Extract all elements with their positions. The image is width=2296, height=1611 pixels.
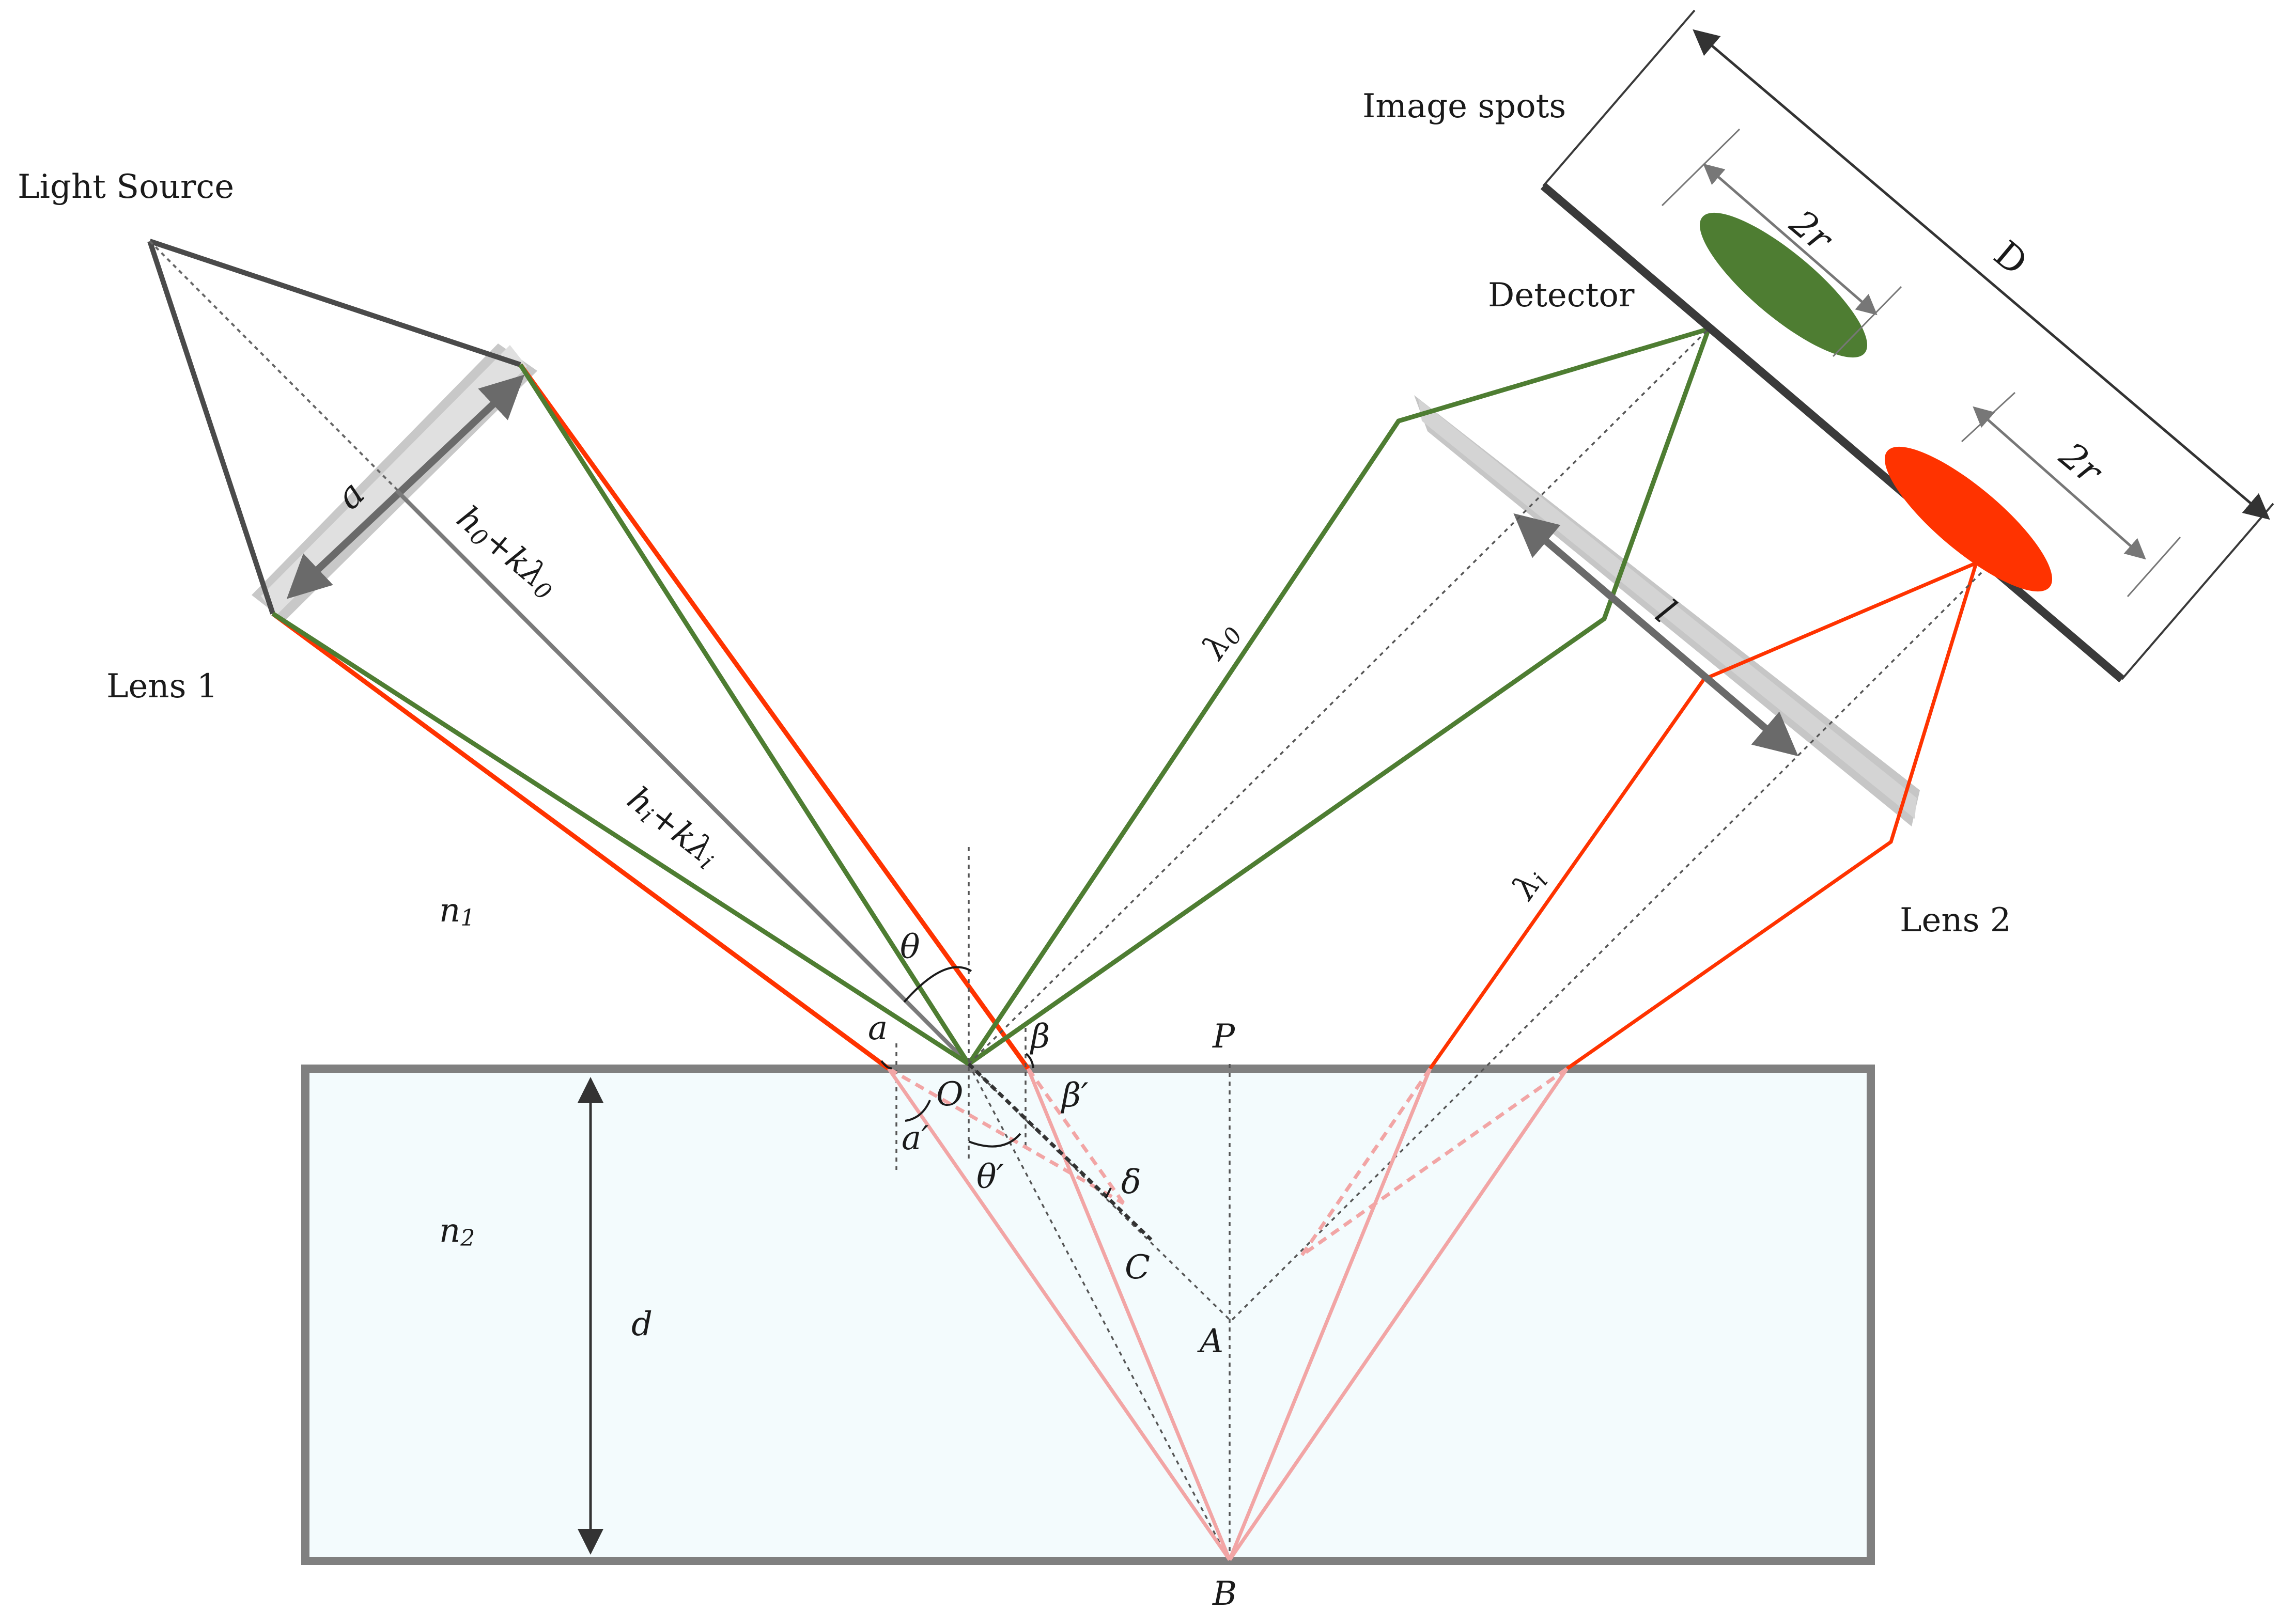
- n2-label: n2: [439, 1212, 475, 1252]
- aperture-l-arrow: [1513, 513, 1798, 757]
- incident-rays: [271, 363, 1030, 1071]
- hi-label: hi+kλi: [619, 779, 726, 875]
- light-source-label: Light Source: [18, 168, 234, 206]
- alpha-prime-label: a′: [902, 1119, 929, 1158]
- light-source-cone: [147, 239, 521, 615]
- beta-prime-label: β′: [1061, 1076, 1089, 1115]
- green-spot-dim-arrow: [1703, 163, 1878, 316]
- thickness-label: d: [631, 1305, 653, 1343]
- delta-label: δ: [1121, 1163, 1141, 1201]
- point-A-label: A: [1197, 1322, 1223, 1360]
- detector-label: Detector: [1488, 276, 1635, 315]
- detector-ext-bottom: [2121, 503, 2274, 680]
- detector-bar: [1540, 182, 2125, 683]
- detector-ext-top: [1542, 9, 1696, 187]
- image-spots-label: Image spots: [1362, 87, 1566, 126]
- lens-1: [252, 343, 537, 621]
- refracted-dashed-rays: [888, 1067, 1569, 1257]
- glass-slab: [301, 1065, 1875, 1565]
- refracted-rays: [887, 1068, 1569, 1561]
- detector-dimension-arrow: [1693, 29, 2270, 520]
- h0-label: h0+kλ0: [448, 499, 565, 606]
- aperture-a-arrow: [286, 374, 525, 599]
- n1-label: n1: [439, 891, 475, 931]
- segment-oc: [967, 1062, 1153, 1241]
- theta-label: θ: [900, 928, 920, 966]
- point-P-label: P: [1212, 1018, 1235, 1056]
- point-C-label: C: [1125, 1248, 1150, 1287]
- lens1-center-ray: [395, 489, 970, 1066]
- alpha-label: a: [868, 1009, 888, 1047]
- lens1-label: Lens 1: [106, 667, 218, 706]
- angle-arcs: [880, 966, 1112, 1199]
- point-B-label: B: [1212, 1575, 1237, 1611]
- dotted-guides: [895, 328, 2008, 1560]
- spot-dimensions: [1661, 128, 2181, 597]
- point-O-label: O: [936, 1075, 963, 1114]
- lens2-label: Lens 2: [1900, 901, 2011, 940]
- beta-label: β: [1030, 1018, 1050, 1056]
- red-spot-dim-arrow: [1973, 406, 2146, 560]
- green-image-spot: [1699, 212, 1868, 358]
- D-label: D: [1986, 232, 2036, 284]
- theta-prime-label: θ′: [976, 1158, 1004, 1196]
